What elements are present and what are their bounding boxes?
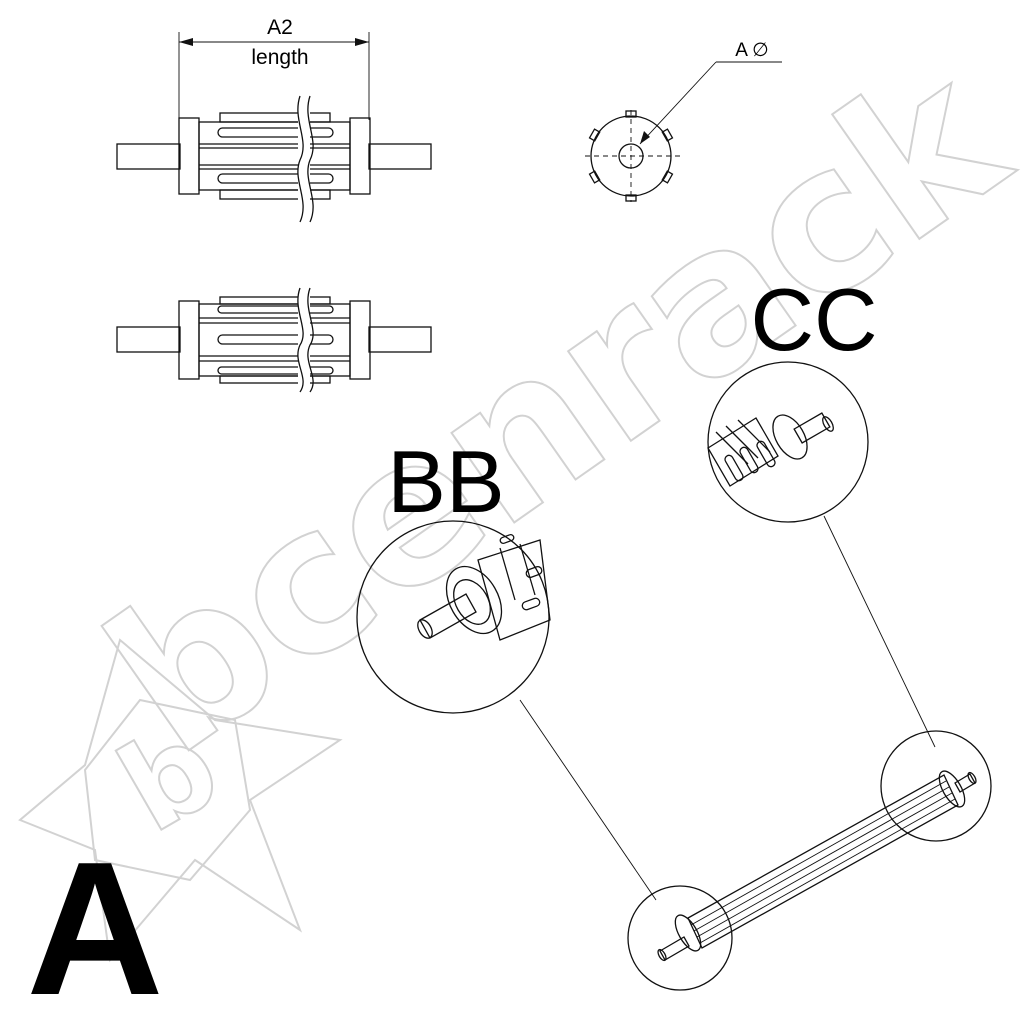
detail-bb bbox=[356, 520, 551, 714]
detail-label-bb: BB bbox=[387, 432, 504, 531]
diameter-label: A ∅ bbox=[735, 40, 768, 61]
isometric-roller bbox=[627, 730, 992, 991]
detail-label-cc: CC bbox=[750, 270, 877, 369]
view-label: A bbox=[26, 823, 163, 1024]
side-view-top: A2 length bbox=[116, 16, 432, 223]
length-dimension: A2 length bbox=[178, 16, 370, 120]
length-label-bottom: length bbox=[251, 46, 308, 69]
detail-cc bbox=[707, 361, 869, 523]
end-view-teeth bbox=[588, 110, 674, 202]
watermark-text: bcenrack bbox=[69, 18, 1024, 799]
end-view: A ∅ bbox=[585, 40, 782, 202]
side-view-bottom bbox=[116, 287, 432, 393]
length-label-top: A2 bbox=[267, 16, 293, 39]
watermark: b bcenrack bbox=[18, 17, 1024, 963]
